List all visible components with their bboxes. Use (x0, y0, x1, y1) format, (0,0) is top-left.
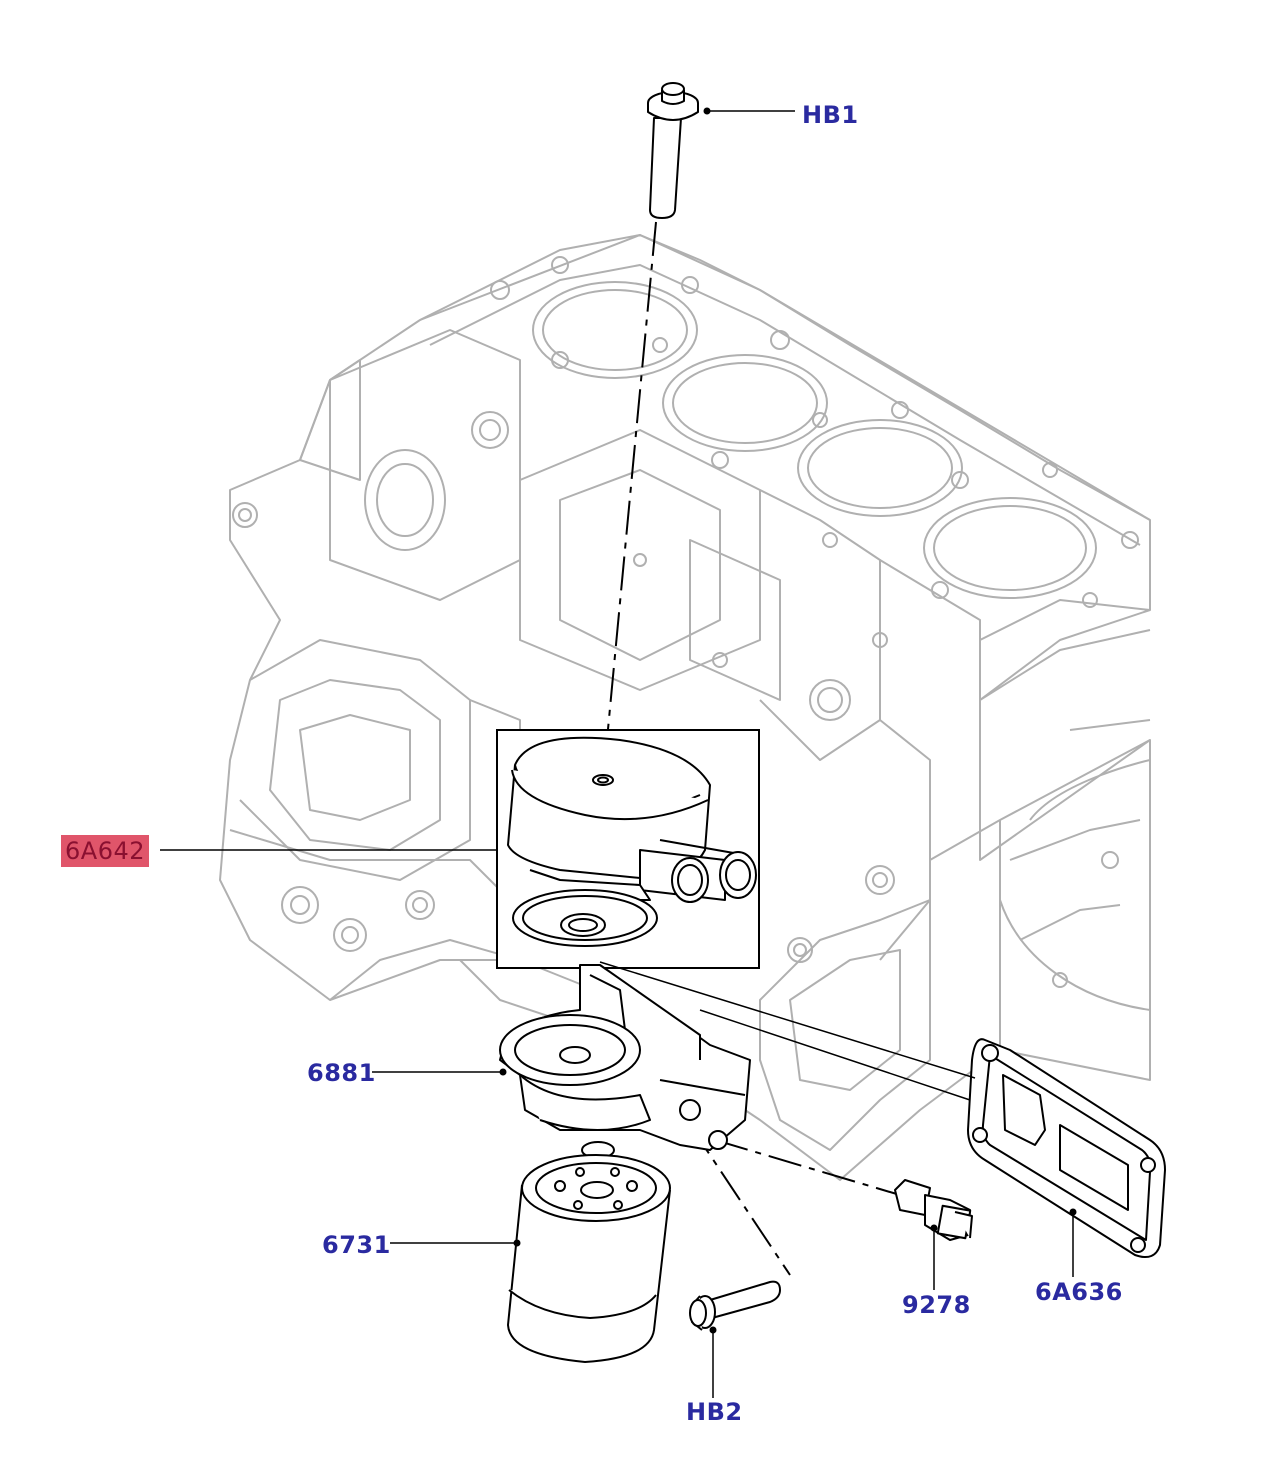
callout-6a642[interactable]: 6A642 (61, 835, 149, 867)
oil-cooler-icon[interactable] (507, 736, 757, 947)
leader-lines (160, 110, 1074, 1398)
callout-6731[interactable]: 6731 (322, 1231, 391, 1259)
callout-9278[interactable]: 9278 (902, 1291, 971, 1319)
pressure-sensor-icon[interactable] (894, 1179, 973, 1241)
leader-dots (499, 107, 1077, 1334)
callout-6a636[interactable]: 6A636 (1035, 1278, 1123, 1306)
oil-filter-icon[interactable] (507, 1154, 671, 1363)
engine-block-outline (219, 234, 1151, 1181)
bolt-icon[interactable] (689, 1280, 781, 1331)
callout-hb1[interactable]: HB1 (802, 101, 859, 129)
callout-6881[interactable]: 6881 (307, 1059, 376, 1087)
gasket-icon[interactable] (967, 1038, 1166, 1258)
callout-hb2[interactable]: HB2 (686, 1398, 743, 1426)
bolt-icon[interactable] (647, 82, 699, 219)
filter-housing-icon[interactable] (499, 964, 751, 1159)
